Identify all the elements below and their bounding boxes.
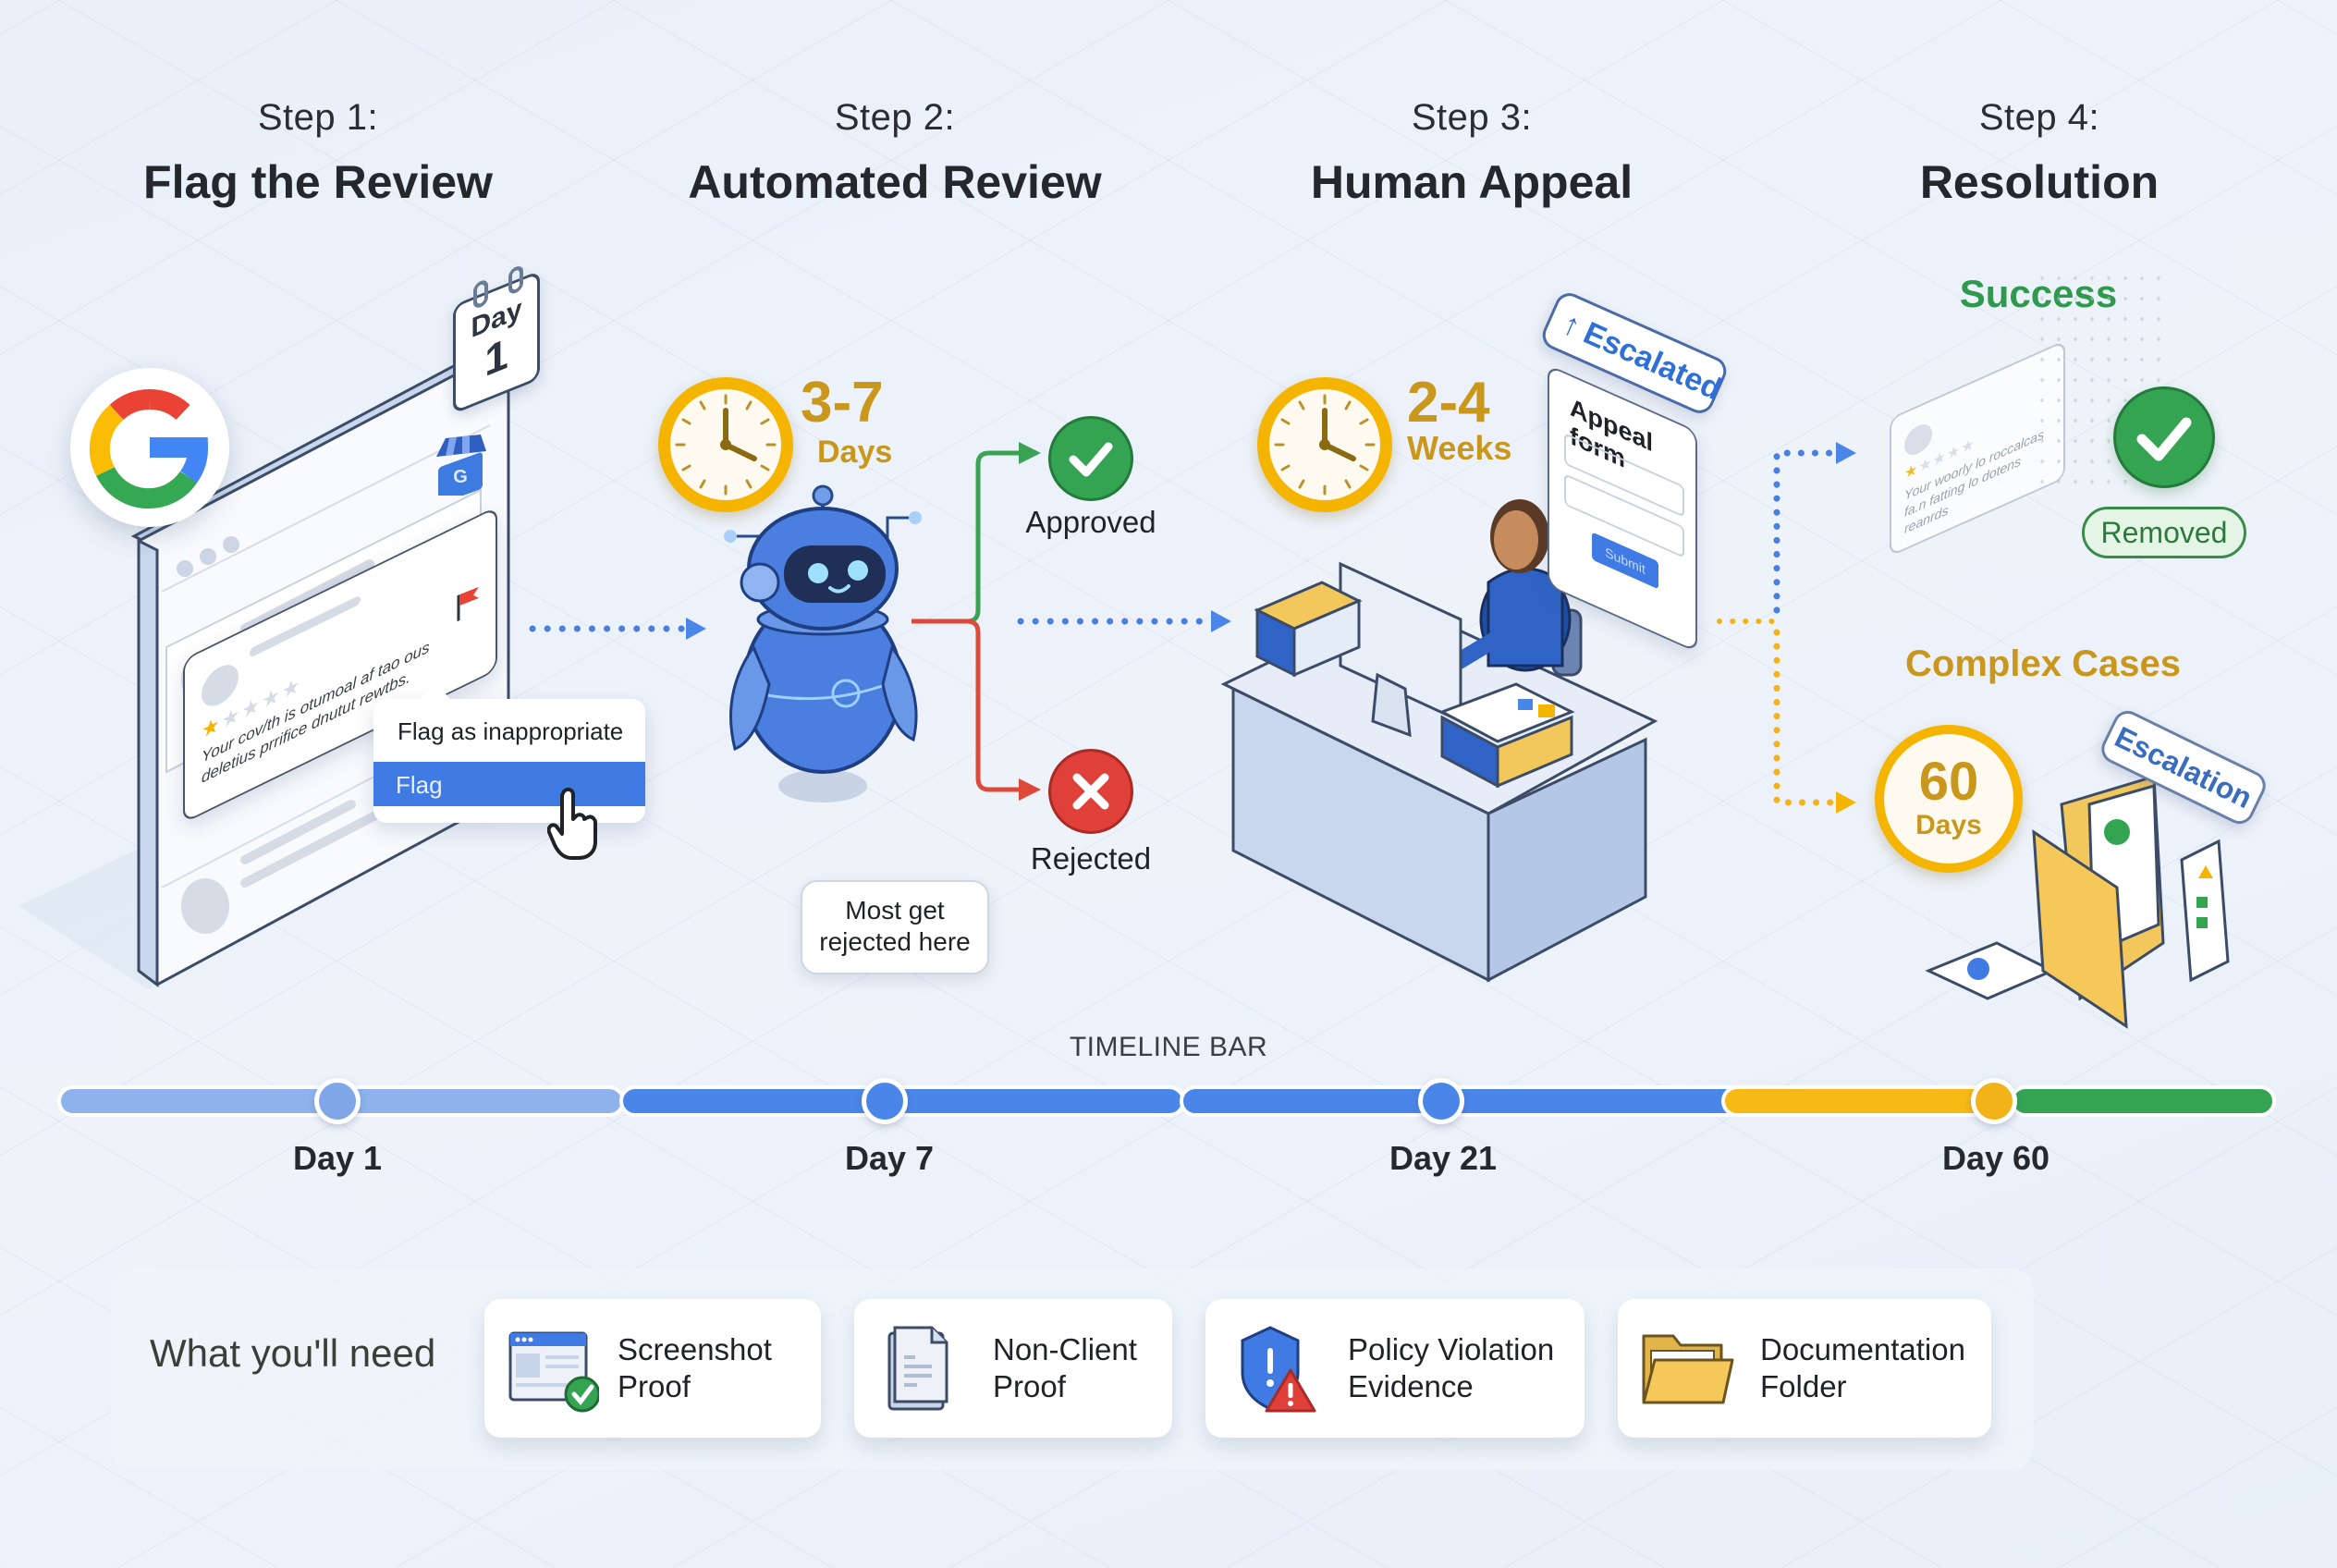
requirement-line-1: Non-Client — [993, 1332, 1137, 1366]
escalation-folder-illustration — [1923, 775, 2246, 1035]
timeline-label-day-1: Day 1 — [292, 1139, 383, 1177]
approved-check-icon — [1048, 416, 1133, 501]
timeline-segment-resolved — [2010, 1085, 2276, 1117]
step-4-number: Step 4: — [1978, 97, 2100, 138]
timeline-bar-label: TIMELINE BAR — [1069, 1032, 1268, 1062]
rejected-x-icon — [1048, 749, 1133, 834]
decision-branch-lines — [912, 416, 1050, 804]
step-1-number: Step 1: — [257, 97, 379, 138]
timeline-milestone-day-21[interactable] — [1418, 1078, 1464, 1124]
requirement-label: Documentation Folder — [1760, 1331, 1965, 1405]
timeline-milestone-day-60[interactable] — [1971, 1078, 2017, 1124]
timeline-milestone-day-7[interactable] — [862, 1078, 908, 1124]
requirement-card-policy-violation-evidence: Policy Violation Evidence — [1205, 1299, 1585, 1438]
clock-face: 60 Days — [1884, 734, 2013, 864]
callout-line-2: rejected here — [819, 927, 971, 956]
clock-icon-2-4-weeks — [1257, 377, 1392, 512]
step-2-header: Step 2: Automated Review — [636, 97, 1154, 209]
shield-warning-icon — [1233, 1322, 1326, 1415]
clock-icon-3-7-days — [658, 377, 793, 512]
appeal-duration-unit: Weeks — [1407, 429, 1512, 467]
success-check-icon — [2113, 386, 2215, 488]
flow-arrow-step2-to-step3 — [1017, 610, 1235, 632]
flagged-review-card[interactable]: ★★★★★ Your cov/th is otumoal af tao ous … — [183, 506, 497, 824]
document-icon — [886, 1322, 960, 1415]
star-filled-icon: ★ — [1904, 460, 1919, 484]
complex-cases-title: Complex Cases — [1905, 643, 2181, 684]
review-robot-illustration — [703, 481, 943, 814]
automated-duration-value: 3-7 — [801, 371, 884, 435]
timeline-label-day-7: Day 7 — [844, 1139, 935, 1177]
timeline-segment-complex — [1721, 1085, 2017, 1117]
timeline-label-day-21: Day 21 — [1389, 1139, 1498, 1177]
most-rejected-callout: Most get rejected here — [801, 880, 989, 974]
timeline-milestone-day-1[interactable] — [314, 1078, 361, 1124]
timeline-label-day-60: Day 60 — [1941, 1139, 2050, 1177]
red-flag-icon[interactable] — [455, 580, 483, 625]
requirement-line-2: Proof — [618, 1369, 691, 1403]
rejected-label: Rejected — [1030, 841, 1152, 876]
screenshot-check-icon — [507, 1322, 601, 1415]
step-2-number: Step 2: — [834, 97, 956, 138]
requirement-card-non-client-proof: Non-Client Proof — [854, 1299, 1172, 1438]
menu-item-flag[interactable]: Flag — [373, 762, 645, 806]
human-reviewer-desk-illustration — [1220, 499, 1701, 998]
requirement-line-2: Folder — [1760, 1369, 1847, 1403]
requirement-card-screenshot-proof: Screenshot Proof — [484, 1299, 821, 1438]
menu-item-flag-as-inappropriate[interactable]: Flag as inappropriate — [398, 717, 624, 745]
requirement-line-2: Proof — [993, 1369, 1066, 1403]
step-3-number: Step 3: — [1411, 97, 1533, 138]
step-3-header: Step 3: Human Appeal — [1213, 97, 1731, 209]
flow-arrow-step1-to-step2 — [529, 618, 710, 640]
requirement-label: Non-Client Proof — [993, 1331, 1137, 1405]
google-logo-badge — [70, 368, 229, 527]
requirement-line-1: Documentation — [1760, 1332, 1965, 1366]
svg-text:G: G — [453, 467, 468, 487]
removed-status-badge: Removed — [2082, 507, 2246, 558]
flag-context-menu: Flag as inappropriate Flag — [373, 683, 645, 823]
step-1-header: Step 1: Flag the Review — [59, 97, 577, 209]
timeline-bar — [57, 1078, 2276, 1124]
requirement-label: Screenshot Proof — [618, 1331, 772, 1405]
clock-60-unit: Days — [1915, 810, 1982, 840]
clock-60-days-badge: 60 Days — [1875, 725, 2023, 873]
flow-arrows-step3-to-step4 — [1716, 416, 1864, 814]
clock-60-value: 60 — [1918, 752, 1979, 812]
step-2-title: Automated Review — [688, 156, 1102, 208]
automated-duration-unit: Days — [817, 435, 893, 470]
approved-label: Approved — [1025, 505, 1156, 539]
business-profile-store-icon: G — [433, 435, 488, 504]
requirement-line-1: Policy Violation — [1348, 1332, 1555, 1366]
requirement-label: Policy Violation Evidence — [1348, 1331, 1554, 1405]
hand-pointer-cursor-icon — [546, 787, 603, 862]
folder-icon — [1640, 1327, 1736, 1410]
step-4-header: Step 4: Resolution — [1780, 97, 2298, 209]
callout-line-1: Most get — [845, 896, 945, 925]
step-3-title: Human Appeal — [1310, 156, 1633, 208]
step-1-title: Flag the Review — [143, 156, 493, 208]
step-4-title: Resolution — [1919, 156, 2160, 208]
requirement-card-documentation-folder: Documentation Folder — [1618, 1299, 1991, 1438]
requirement-line-2: Evidence — [1348, 1369, 1474, 1403]
google-g-icon — [89, 389, 208, 509]
requirement-line-1: Screenshot — [618, 1332, 772, 1366]
requirements-title: What you'll need — [150, 1331, 436, 1375]
calendar-page: Day 1 — [453, 270, 540, 415]
appeal-duration-value: 2-4 — [1407, 371, 1490, 435]
